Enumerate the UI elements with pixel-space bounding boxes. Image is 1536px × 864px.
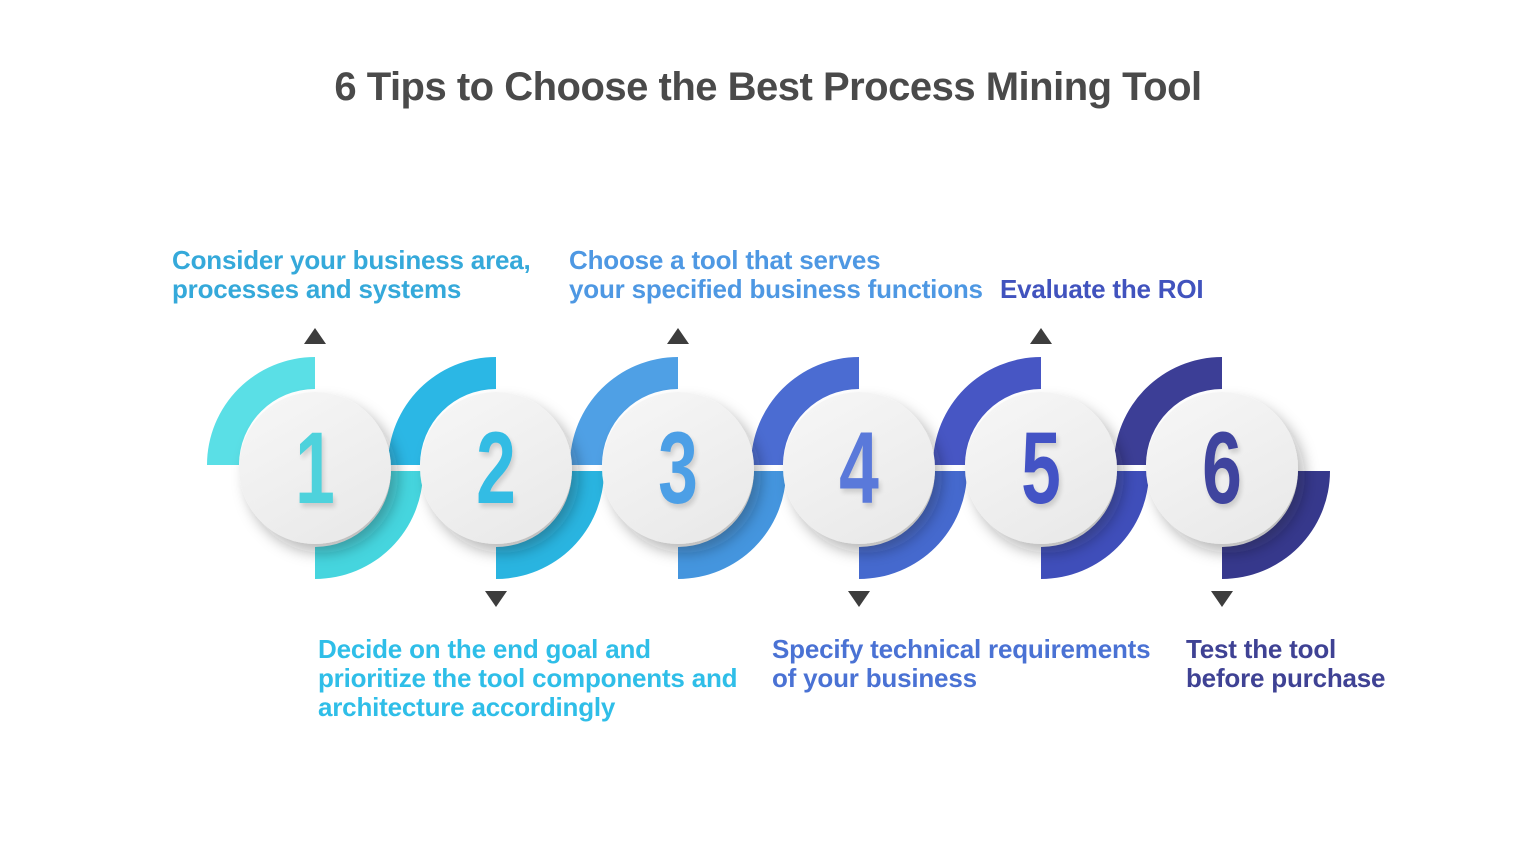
step-2-label: Decide on the end goal and prioritize th… [318,634,738,722]
step-3-label: Choose a tool that serves your specified… [569,245,983,304]
step-6-down-triangle-icon [1211,591,1233,607]
step-1-ring-upper-arc [207,357,315,465]
step-3-ring-upper-arc [570,357,678,465]
step-5-label: Evaluate the ROI [1000,274,1204,304]
step-6-ring-upper-arc [1114,357,1222,465]
step-4-circle [783,392,935,544]
step-2-circle [420,392,572,544]
step-5-circle [965,392,1117,544]
step-1-up-triangle-icon [304,328,326,344]
step-6-label: Test the tool before purchase [1186,634,1386,693]
step-5-up-triangle-icon [1030,328,1052,344]
step-4-ring-upper-arc [751,357,859,465]
step-1-ring-lower-arc [315,471,423,579]
step-5-ring-upper-arc [933,357,1041,465]
step-4-down-triangle-icon [848,591,870,607]
step-3-circle [602,392,754,544]
page-title: 6 Tips to Choose the Best Process Mining… [334,65,1202,109]
step-2-ring-upper-arc [388,357,496,465]
step-4-label: Specify technical requirements of your b… [772,634,1151,693]
ring-arcs-layer [207,357,1330,579]
step-3-up-triangle-icon [667,328,689,344]
step-1-circle [239,392,391,544]
step-2-ring-lower-arc [496,471,604,579]
step-4-ring-lower-arc [859,471,967,579]
step-5-ring-lower-arc [1041,471,1149,579]
step-6-circle [1146,392,1298,544]
step-6-ring-lower-arc [1222,471,1330,579]
step-3-ring-lower-arc [678,471,786,579]
step-2-down-triangle-icon [485,591,507,607]
step-1-label: Consider your business area, processes a… [172,245,531,304]
number-circles-layer [239,392,1298,544]
